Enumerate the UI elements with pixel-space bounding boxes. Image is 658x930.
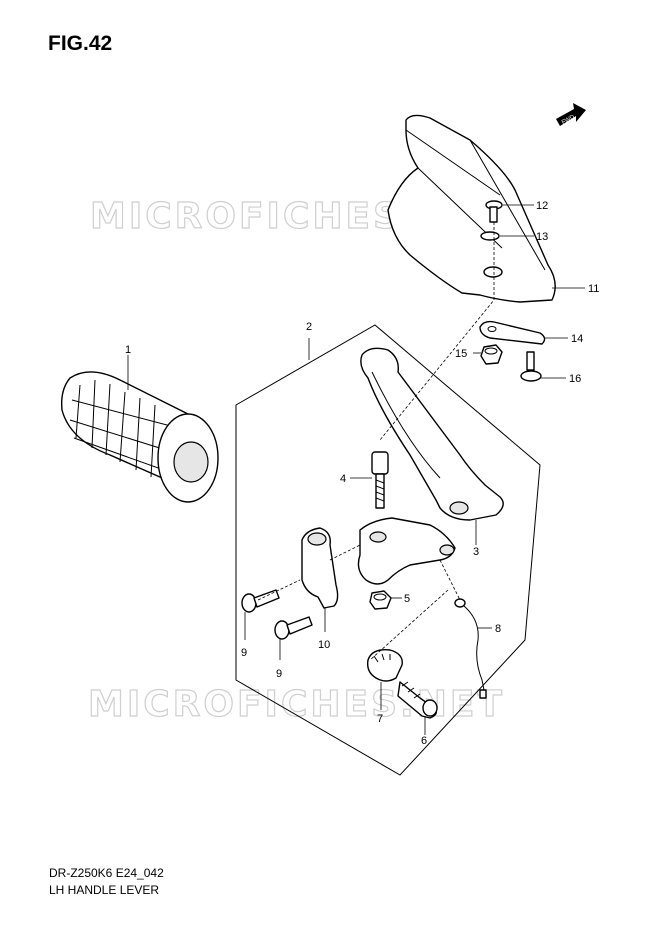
handle-grip [60,371,219,503]
clamp-bolt-upper [241,589,280,613]
callout-1: 1 [125,344,131,356]
callout-3: 3 [473,546,479,558]
guard-washer [480,231,500,241]
clutch-switch-lead [454,598,487,699]
adjuster-nut [366,649,403,682]
leader-lines [127,204,585,735]
callout-8: 8 [495,623,501,635]
clutch-lever [360,347,504,521]
callout-7: 7 [377,713,383,725]
adjuster-bolt [397,681,438,719]
callout-11: 11 [588,283,599,295]
callout-9-lower: 9 [276,668,282,680]
callout-4: 4 [340,473,346,485]
guard-screw [485,200,503,223]
watermark-bottom: MICROFICHES.NET [88,684,505,725]
lever-assembly-outline [235,324,541,776]
clamp-bolt-lower [274,616,313,640]
callout-12: 12 [536,200,548,212]
figure-title: FIG.42 [48,32,113,55]
callout-13: 13 [536,231,548,243]
bracket-bolt [520,351,542,382]
callout-14: 14 [571,333,583,345]
fwd-arrow-icon: FWD [556,103,586,126]
callout-15: 15 [455,348,467,360]
callout-10: 10 [318,639,330,651]
callout-2: 2 [306,321,312,333]
callout-5: 5 [404,593,410,605]
guard-bracket [479,320,546,345]
model-code: DR-Z250K6 E24_042 [49,866,164,880]
callout-6: 6 [421,735,427,747]
callout-16: 16 [569,373,581,385]
figure-caption: LH HANDLE LEVER [49,883,160,897]
axis-line-holder [257,544,361,601]
callout-9-upper: 9 [241,647,247,659]
lever-bracket [357,517,456,585]
lever-pivot-bolt [371,451,389,509]
axis-line-switch [369,559,461,661]
lever-nut [369,590,392,610]
hand-guard [387,114,556,303]
axis-line-guard [379,222,495,441]
lever-holder [301,527,339,609]
bracket-nut [480,344,503,365]
